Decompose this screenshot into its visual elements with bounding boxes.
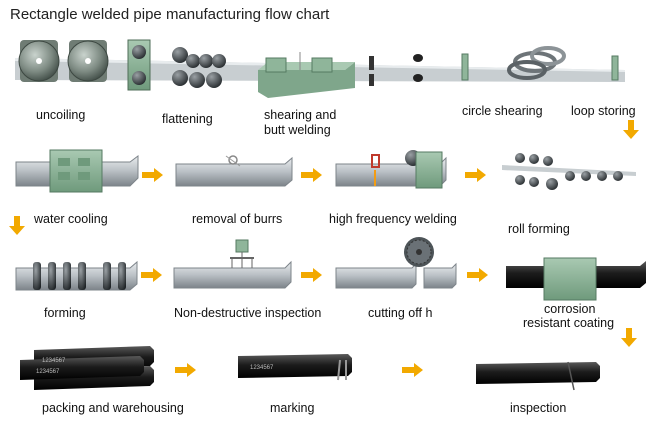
label-flattening: flattening <box>162 112 213 126</box>
water-cooling-unit <box>15 149 139 193</box>
label-shearing-line-2: butt welding <box>264 123 331 137</box>
arrow-down-coating-to-inspection <box>621 328 637 347</box>
arrow-left-marking-to-packing <box>175 363 196 377</box>
packed-pipe-marking-2: 1234567 <box>36 369 60 375</box>
flattening-machine <box>127 39 226 91</box>
burr-removal-unit <box>175 155 293 187</box>
label-corrosion-line-2: resistant coating <box>523 316 615 330</box>
label-marking: marking <box>270 401 315 415</box>
label-water-cooling: water cooling <box>34 212 108 226</box>
label-inspection: inspection <box>510 401 567 415</box>
label-shearing-line-1: shearing and <box>264 108 337 122</box>
label-forming: forming <box>44 306 86 320</box>
packed-pipes <box>20 346 154 390</box>
label-roll-forming: roll forming <box>508 222 570 236</box>
label-hf-welding: high frequency welding <box>329 212 457 226</box>
label-ndt: Non-destructive inspection <box>174 306 322 320</box>
shearing-welding-machine <box>258 52 355 98</box>
packed-pipe-marking-1: 1234567 <box>42 358 66 364</box>
forming-unit <box>15 260 138 291</box>
arrow-right-cutting-to-coating <box>467 268 488 282</box>
arrow-left-roll-to-hf <box>465 168 486 182</box>
marked-pipe <box>238 354 352 381</box>
marked-pipe-marking: 1234567 <box>250 365 274 371</box>
label-loop-storing: loop storing <box>571 104 636 118</box>
arrow-down-cooling-to-forming <box>9 216 25 235</box>
inspected-pipe <box>476 361 600 391</box>
page-title: Rectangle welded pipe manufacturing flow… <box>10 6 330 23</box>
label-cutting-off: cutting off h <box>368 306 433 320</box>
uncoiling-coils <box>18 40 109 82</box>
hf-welding-unit <box>335 150 447 189</box>
loop-storing-coils <box>507 46 619 81</box>
flow-arrows <box>9 120 639 377</box>
arrow-right-ndt-to-cutting <box>301 268 322 282</box>
label-removal-of-burrs: removal of burrs <box>192 212 283 226</box>
arrow-left-burrs-to-cooling <box>142 168 163 182</box>
label-packing: packing and warehousing <box>42 401 184 415</box>
cutting-unit <box>335 237 457 289</box>
label-uncoiling: uncoiling <box>36 108 86 122</box>
roll-forming-unit <box>502 153 636 190</box>
circle-shearing-knives <box>369 53 469 86</box>
arrow-right-forming-to-ndt <box>141 268 162 282</box>
arrow-down-loop-to-roll <box>623 120 639 139</box>
coating-unit <box>506 257 646 301</box>
arrow-left-hf-to-burrs <box>301 168 322 182</box>
ndt-unit <box>173 239 292 289</box>
arrow-left-inspection-to-marking <box>402 363 423 377</box>
label-circle-shearing: circle shearing <box>462 104 543 118</box>
label-corrosion-line-1: corrosion <box>544 302 596 316</box>
